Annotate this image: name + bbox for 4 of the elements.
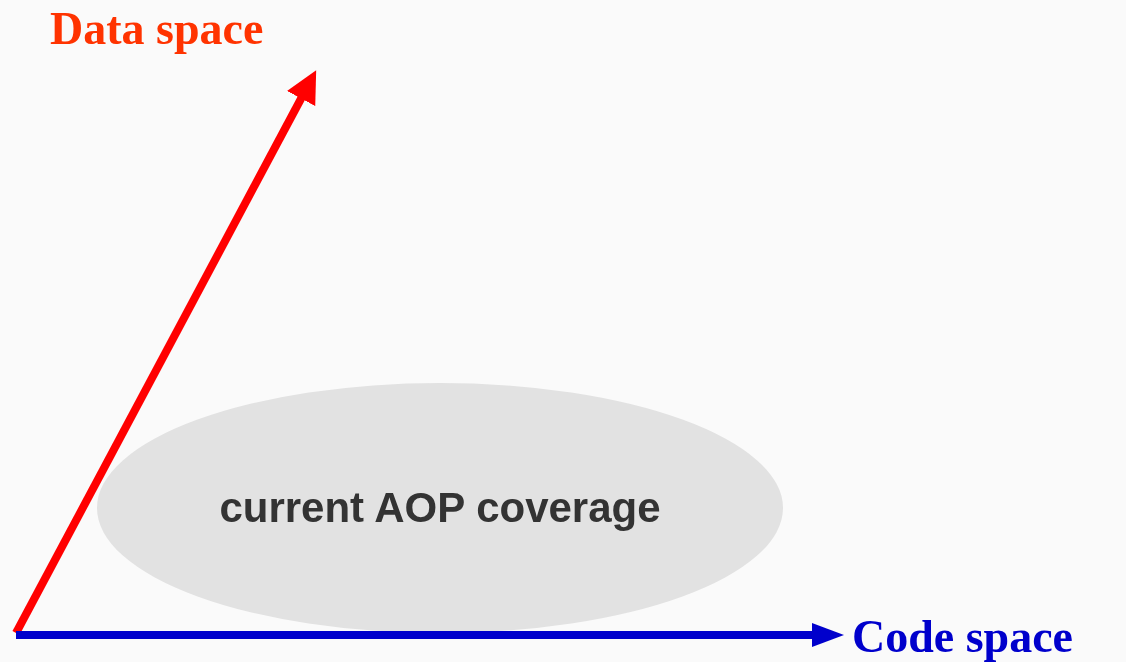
coverage-ellipse [97, 383, 783, 633]
axis-label: Data space [50, 6, 264, 52]
ellipse-label: current AOP coverage [219, 484, 661, 532]
axis-label: Code space [852, 614, 1074, 660]
